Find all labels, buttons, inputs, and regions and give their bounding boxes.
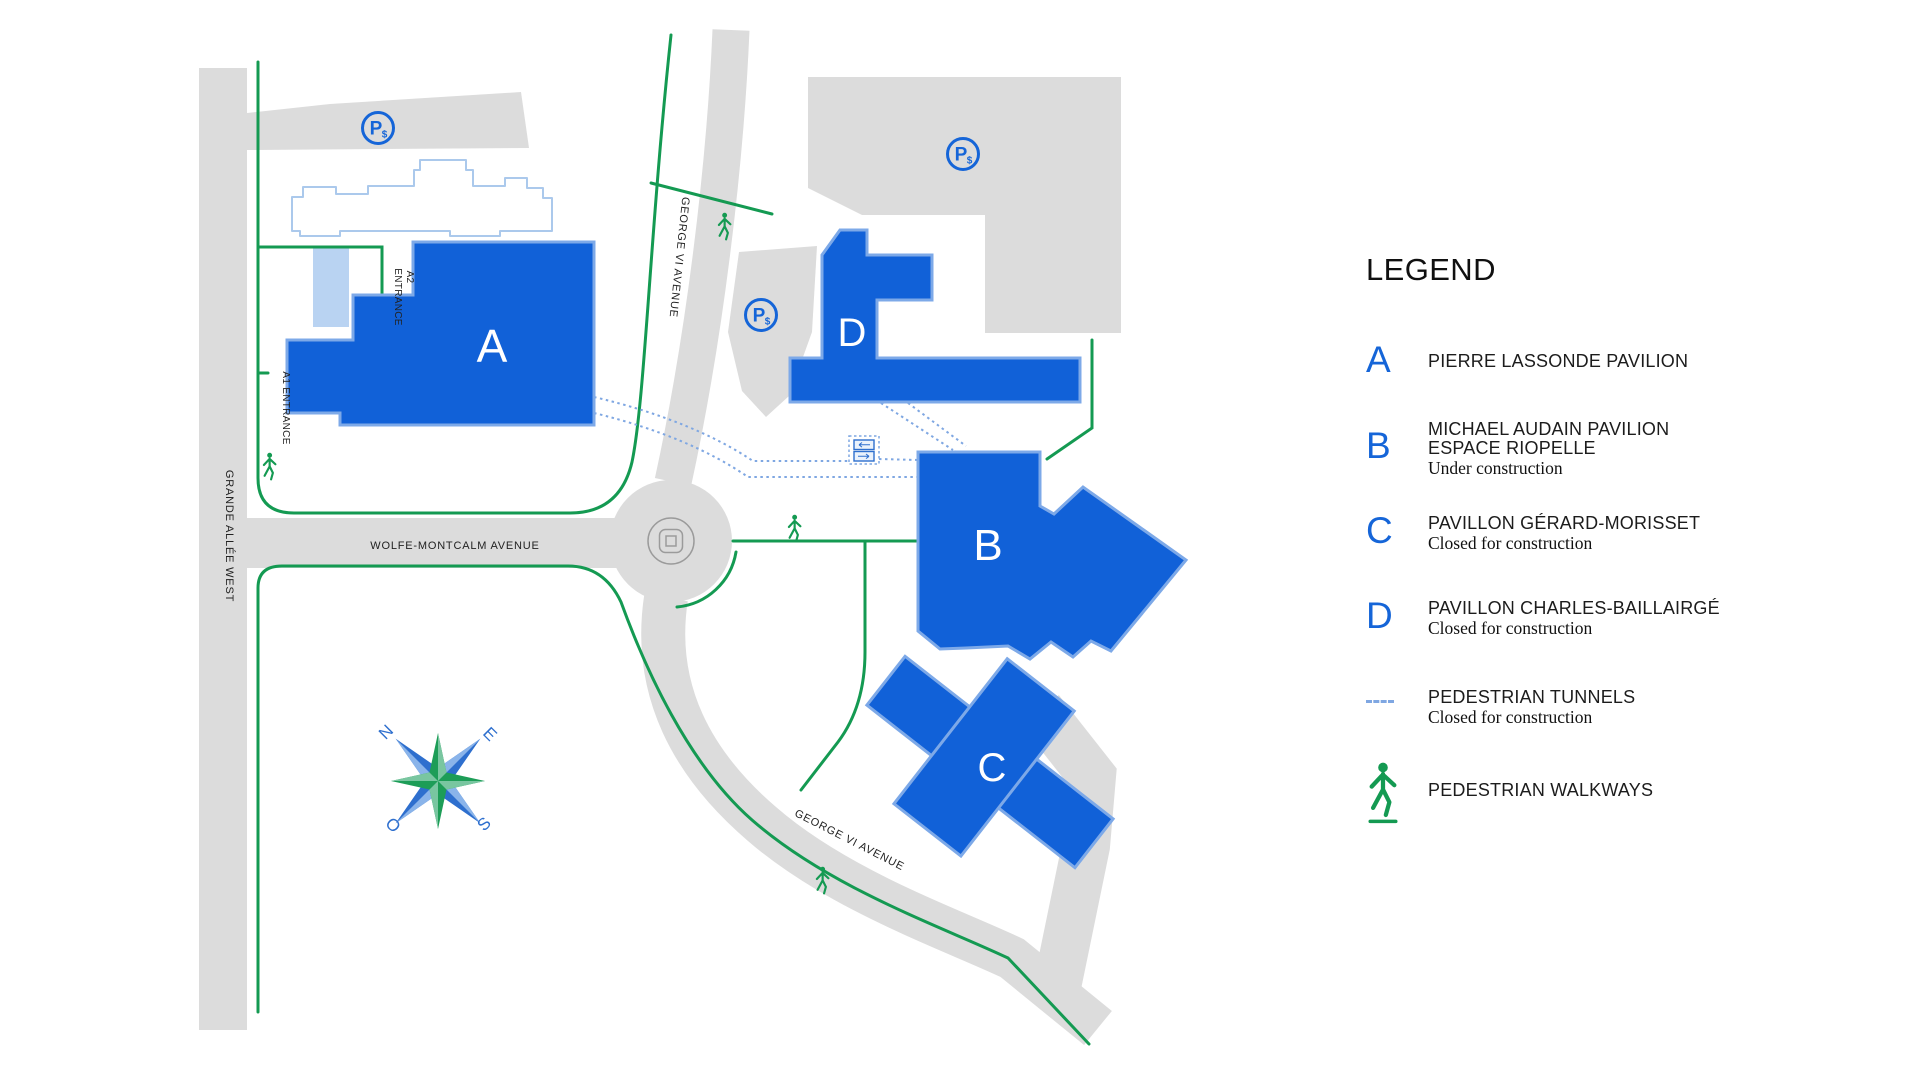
tunnel-diagonal-1 xyxy=(880,402,954,451)
legend-label: MICHAEL AUDAIN PAVILION xyxy=(1428,419,1670,439)
building-a xyxy=(285,240,596,427)
walkway-west-loop xyxy=(256,33,673,515)
street-label-wolfe-montcalm: WOLFE-MONTCALM AVENUE xyxy=(370,540,539,552)
pedestrian-icon xyxy=(1368,761,1398,824)
parking-lot-northeast xyxy=(808,77,1121,333)
legend-item-b: B MICHAEL AUDAIN PAVILION ESPACE RIOPELL… xyxy=(1366,419,1670,479)
legend-label: PIERRE LASSONDE PAVILION xyxy=(1428,351,1689,371)
building-d xyxy=(788,228,1082,404)
pedestrian-tunnels xyxy=(593,396,967,478)
legend-item-a: A PIERRE LASSONDE PAVILION xyxy=(1366,341,1688,378)
building-a-label: A xyxy=(477,320,508,372)
legend-label: PAVILLON GÉRARD-MORISSET xyxy=(1428,513,1701,533)
roundabout-monument-icon xyxy=(647,517,695,565)
legend-key-c: C xyxy=(1366,510,1393,551)
dropoff-area xyxy=(313,246,349,327)
road-george-vi-north xyxy=(654,29,750,486)
entrance-a2-label: ENTRANCE xyxy=(392,268,403,325)
legend-label: PEDESTRIAN TUNNELS xyxy=(1428,687,1636,707)
building-b xyxy=(916,450,1189,661)
legend-label: PEDESTRIAN WALKWAYS xyxy=(1428,780,1654,800)
legend-note: Closed for construction xyxy=(1428,707,1593,727)
building-b-label: B xyxy=(973,521,1002,570)
legend-key-b: B xyxy=(1366,425,1391,466)
walkway-a2-spur xyxy=(256,245,384,300)
legend-note: Closed for construction xyxy=(1428,533,1593,553)
pedestrian-icon xyxy=(262,451,277,481)
parking-currency-glyph: $ xyxy=(382,130,388,141)
legend-item-d: D PAVILLON CHARLES-BAILLAIRGÉ Closed for… xyxy=(1366,597,1720,638)
entrance-a2-number: A2 xyxy=(404,271,415,284)
parking-p-glyph: P xyxy=(753,306,766,327)
legend-key-d: D xyxy=(1366,595,1393,636)
parking-currency-glyph: $ xyxy=(967,156,973,167)
street-label-grande-allee: GRANDE ALLÉE WEST xyxy=(223,470,236,602)
legend-label: PAVILLON CHARLES-BAILLAIRGÉ xyxy=(1428,598,1720,618)
parking-icon-3: P $ xyxy=(744,298,778,332)
tunnel-upper xyxy=(593,396,849,462)
walkway-north-crossing xyxy=(649,181,774,216)
legend-note: Under construction xyxy=(1428,458,1563,478)
parking-p-glyph: P xyxy=(955,145,968,166)
legend-panel: LEGEND A PIERRE LASSONDE PAVILION B MICH… xyxy=(1360,250,1820,910)
building-d-label: D xyxy=(838,311,867,355)
outlined-building xyxy=(291,159,553,237)
tunnel-access-icon xyxy=(848,435,880,465)
buildings xyxy=(285,228,1189,870)
pedestrian-icon xyxy=(787,513,802,543)
tunnel-upper-east xyxy=(878,450,957,462)
compass-rose: N E S O xyxy=(375,721,501,836)
walkway-branch-south xyxy=(799,539,867,792)
tunnel-diagonal-2 xyxy=(907,402,967,447)
walkway-east xyxy=(1045,338,1094,461)
building-c-label: C xyxy=(978,746,1007,790)
building-c xyxy=(864,654,1116,870)
legend-note: Closed for construction xyxy=(1428,618,1593,638)
parking-icon-1: P $ xyxy=(361,111,395,145)
tunnel-lower xyxy=(593,412,954,478)
parking-currency-glyph: $ xyxy=(765,317,771,328)
legend-item-c: C PAVILLON GÉRARD-MORISSET Closed for co… xyxy=(1366,512,1700,553)
parking-strip-north xyxy=(247,92,529,150)
walkway-south-loop xyxy=(256,564,1091,1046)
compass-s-label: S xyxy=(473,813,494,834)
road-wolfe-montcalm xyxy=(236,518,618,568)
legend-item-walkways: PEDESTRIAN WALKWAYS xyxy=(1366,755,1653,831)
compass-e-label: E xyxy=(479,723,500,744)
parking-icon-2: P $ xyxy=(946,137,980,171)
walkway-roundabout-rim xyxy=(675,550,738,609)
compass-n-label: N xyxy=(375,721,397,743)
legend-label: ESPACE RIOPELLE xyxy=(1428,438,1596,458)
tunnel-dash-icon xyxy=(1366,700,1394,703)
legend-key-a: A xyxy=(1366,339,1391,380)
parking-p-glyph: P xyxy=(370,119,383,140)
entrance-a1-label: A1 ENTRANCE xyxy=(280,371,291,444)
pedestrian-walkways xyxy=(256,33,1094,1046)
legend-title: LEGEND xyxy=(1366,252,1496,287)
legend-item-tunnels: PEDESTRIAN TUNNELS Closed for constructi… xyxy=(1366,686,1635,727)
